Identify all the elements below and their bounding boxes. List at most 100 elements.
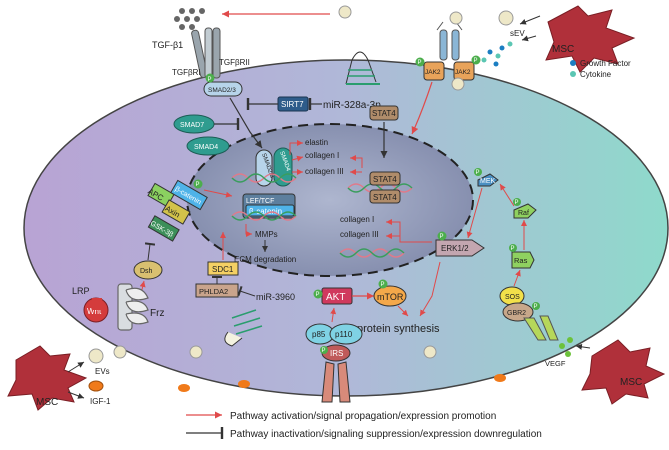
legend-inhibition-text: Pathway inactivation/signaling suppressi… [230, 429, 542, 440]
phospho-label: P [515, 200, 519, 206]
tgfbri-label: TGFβRI [172, 68, 201, 77]
ev-vesicle [88, 348, 104, 364]
raf-label: Raf [518, 210, 529, 217]
igf1-molecule [238, 380, 250, 388]
sdc1-box [207, 261, 239, 276]
phospho-label: P [474, 58, 478, 64]
arrow-collagen1 [291, 155, 304, 162]
arrow-msc-sev [519, 15, 541, 25]
gsk3b-box [147, 215, 180, 242]
phospho-label: P [316, 292, 320, 298]
smad4-cyto [186, 136, 230, 156]
mtor [373, 285, 407, 307]
phospho-label: P [381, 282, 385, 288]
dna-stat4 [347, 183, 413, 193]
arrow-smad-to-nucleus [229, 97, 263, 149]
vegf-receptor [523, 315, 559, 341]
msc-bottom-left [7, 345, 88, 411]
igf1-molecule [178, 384, 190, 392]
axin-box [161, 199, 191, 225]
sev-vesicle [498, 10, 514, 26]
mek [477, 173, 499, 187]
igf1-molecule [494, 374, 506, 382]
igf1-label: IGF-1 [90, 397, 111, 406]
erk [435, 239, 485, 257]
collagen3-nuc-label: collagen III [305, 167, 344, 176]
smad7-label: SMAD7 [180, 122, 204, 129]
smad4-cyto-label: SMAD4 [194, 144, 218, 151]
phospho-label: P [534, 304, 538, 310]
lrp-label: LRP [72, 286, 90, 296]
elastin-label: elastin [305, 138, 328, 147]
ev-vesicle [189, 345, 203, 359]
msc-top-right [545, 5, 636, 73]
jak2-left [423, 61, 445, 81]
mir3960-label: miR-3960 [256, 292, 295, 302]
beta-catenin-nuc-label: β-catenin [249, 207, 282, 216]
arrow-pi3k-akt [330, 307, 337, 323]
raf [513, 203, 537, 219]
irs-label: IRS [330, 349, 343, 358]
sdc1-label: SDC1 [212, 265, 234, 274]
msc-bottom-left-label: MSC [36, 397, 58, 408]
collagen1-nuc-label: collagen I [305, 151, 339, 160]
arrow-erk-protein [419, 261, 441, 317]
sev-label: sEV [510, 29, 525, 38]
phospho-marker [313, 289, 323, 299]
frz-label: Frz [150, 308, 164, 319]
protein-synthesis-label: protein synthesis [357, 323, 440, 335]
jak2-receptor [436, 21, 463, 61]
beta-catenin-cyto [170, 179, 208, 211]
phospho-label: P [418, 60, 422, 66]
secreted-factors [481, 41, 513, 67]
mtor-label: mTOR [377, 292, 404, 302]
tgfbrii-label: TGFβRII [219, 58, 250, 67]
phospho-label: P [196, 182, 200, 188]
stat4-to-collagen [350, 155, 363, 168]
lef-tcf-label: LEF/TCF [246, 198, 274, 205]
jak2-right [453, 61, 475, 81]
mmps-label: MMPs [255, 230, 278, 239]
jak2-right-label: JAK2 [455, 69, 471, 76]
stat4-nuc-b-label: STAT4 [373, 193, 397, 202]
gbr2-label: GBR2 [507, 310, 526, 317]
arrow-raf-mek [499, 183, 515, 207]
collagen3-erk-label: collagen III [340, 230, 379, 239]
dsh [133, 260, 163, 280]
vegf-label: VEGF [545, 359, 566, 368]
phospho-marker [471, 55, 481, 65]
arrow-elastin [289, 140, 303, 155]
jak2-left-label: JAK2 [425, 69, 441, 76]
igf1-molecule [88, 380, 104, 392]
ras-label: Ras [514, 256, 528, 265]
dsh-label: Dsh [140, 268, 153, 275]
lrp-receptor [92, 298, 102, 310]
phospho-marker [532, 302, 540, 310]
p110-label: p110 [335, 330, 353, 339]
smad23-nuclear [255, 149, 273, 187]
ecm-label: ECM degradation [234, 255, 296, 264]
phlda2-label: PHLDA2 [199, 287, 228, 296]
msc-top-label: MSC [552, 44, 574, 55]
phospho-marker [437, 231, 447, 241]
sev-vesicle [338, 5, 352, 19]
tgf-beta1-ligands [174, 8, 205, 30]
smad23-membrane-label: SMAD2/3 [208, 87, 236, 94]
stat4-nuc-b [369, 189, 401, 204]
p85-label: p85 [312, 330, 326, 339]
phospho-marker [513, 198, 521, 206]
frz-receptor [117, 283, 149, 331]
mek-label: MEK [480, 178, 496, 185]
dna-erk [339, 248, 405, 258]
nucleus [186, 123, 474, 277]
stat4-nuc-a [369, 171, 401, 186]
msc-bottom-right [581, 339, 666, 405]
p110 [329, 323, 363, 345]
growth-factor-label: Growth Factor [580, 59, 631, 68]
legend-activation-text: Pathway activation/signal propagation/ex… [230, 411, 496, 422]
collagen1-erk-label: collagen I [340, 215, 374, 224]
erk-label: ERK1/2 [441, 244, 469, 253]
sos-label: SOS [505, 294, 520, 301]
phospho-marker [378, 279, 388, 289]
sev-vesicle [449, 11, 463, 25]
